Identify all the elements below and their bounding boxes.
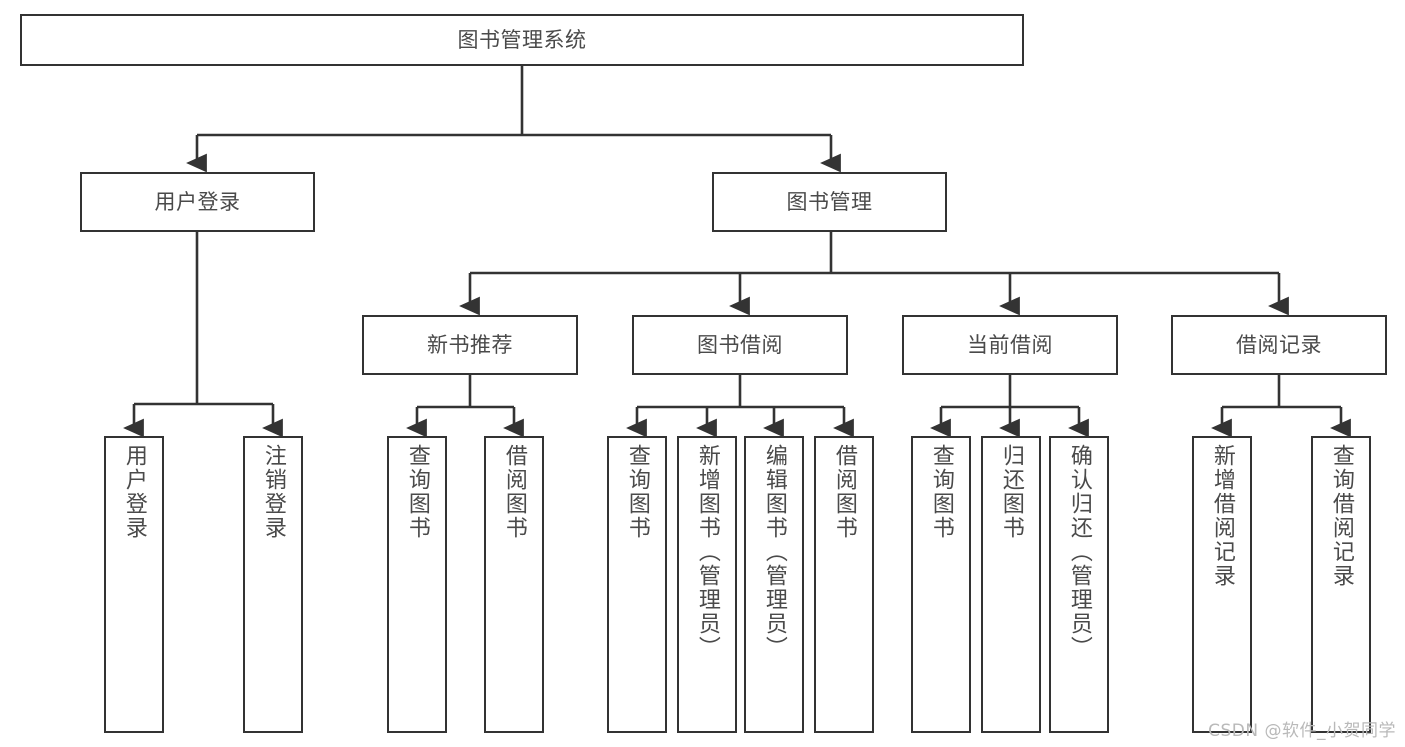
node-label: 新书推荐 — [427, 332, 513, 357]
node-label: 归还图书 — [998, 444, 1024, 540]
node-borrow-record[interactable]: 借阅记录 — [1171, 315, 1387, 375]
node-label: 编辑图书（管理员） — [761, 444, 787, 660]
node-label: 新增借阅记录 — [1209, 444, 1235, 588]
node-leaf-query-book-3[interactable]: 查询图书 — [911, 436, 971, 733]
node-book-borrow[interactable]: 图书借阅 — [632, 315, 848, 375]
node-label: 查询图书 — [928, 444, 954, 540]
node-leaf-logout-login[interactable]: 注销登录 — [243, 436, 303, 733]
node-current-borrow[interactable]: 当前借阅 — [902, 315, 1118, 375]
node-label: 新增图书（管理员） — [694, 444, 720, 660]
node-label: 图书借阅 — [697, 332, 783, 357]
node-leaf-user-login[interactable]: 用户登录 — [104, 436, 164, 733]
node-label: 图书管理系统 — [457, 27, 587, 52]
node-label: 图书管理 — [786, 189, 873, 214]
node-leaf-borrow-book-1[interactable]: 借阅图书 — [484, 436, 544, 733]
node-leaf-add-record[interactable]: 新增借阅记录 — [1192, 436, 1252, 733]
node-label: 借阅记录 — [1236, 332, 1322, 357]
csdn-watermark: CSDN @软件_小贺同学 — [1208, 721, 1396, 741]
node-label: 借阅图书 — [501, 444, 527, 540]
node-leaf-confirm-return[interactable]: 确认归还（管理员） — [1049, 436, 1109, 733]
node-leaf-query-book-2[interactable]: 查询图书 — [607, 436, 667, 733]
node-label: 确认归还（管理员） — [1066, 444, 1092, 660]
node-label: 用户登录 — [121, 444, 147, 540]
node-root-system[interactable]: 图书管理系统 — [20, 14, 1024, 66]
node-leaf-edit-book[interactable]: 编辑图书（管理员） — [744, 436, 804, 733]
node-user-login[interactable]: 用户登录 — [80, 172, 315, 232]
node-label: 查询图书 — [624, 444, 650, 540]
node-label: 当前借阅 — [967, 332, 1053, 357]
node-label: 查询图书 — [404, 444, 430, 540]
node-label: 查询借阅记录 — [1328, 444, 1354, 588]
node-label: 用户登录 — [154, 189, 241, 214]
node-label: 注销登录 — [260, 444, 286, 540]
node-new-book-recommend[interactable]: 新书推荐 — [362, 315, 578, 375]
node-book-management[interactable]: 图书管理 — [712, 172, 947, 232]
node-leaf-add-book[interactable]: 新增图书（管理员） — [677, 436, 737, 733]
node-leaf-return-book[interactable]: 归还图书 — [981, 436, 1041, 733]
node-leaf-borrow-book-2[interactable]: 借阅图书 — [814, 436, 874, 733]
node-leaf-query-record[interactable]: 查询借阅记录 — [1311, 436, 1371, 733]
node-leaf-query-book-1[interactable]: 查询图书 — [387, 436, 447, 733]
node-label: 借阅图书 — [831, 444, 857, 540]
